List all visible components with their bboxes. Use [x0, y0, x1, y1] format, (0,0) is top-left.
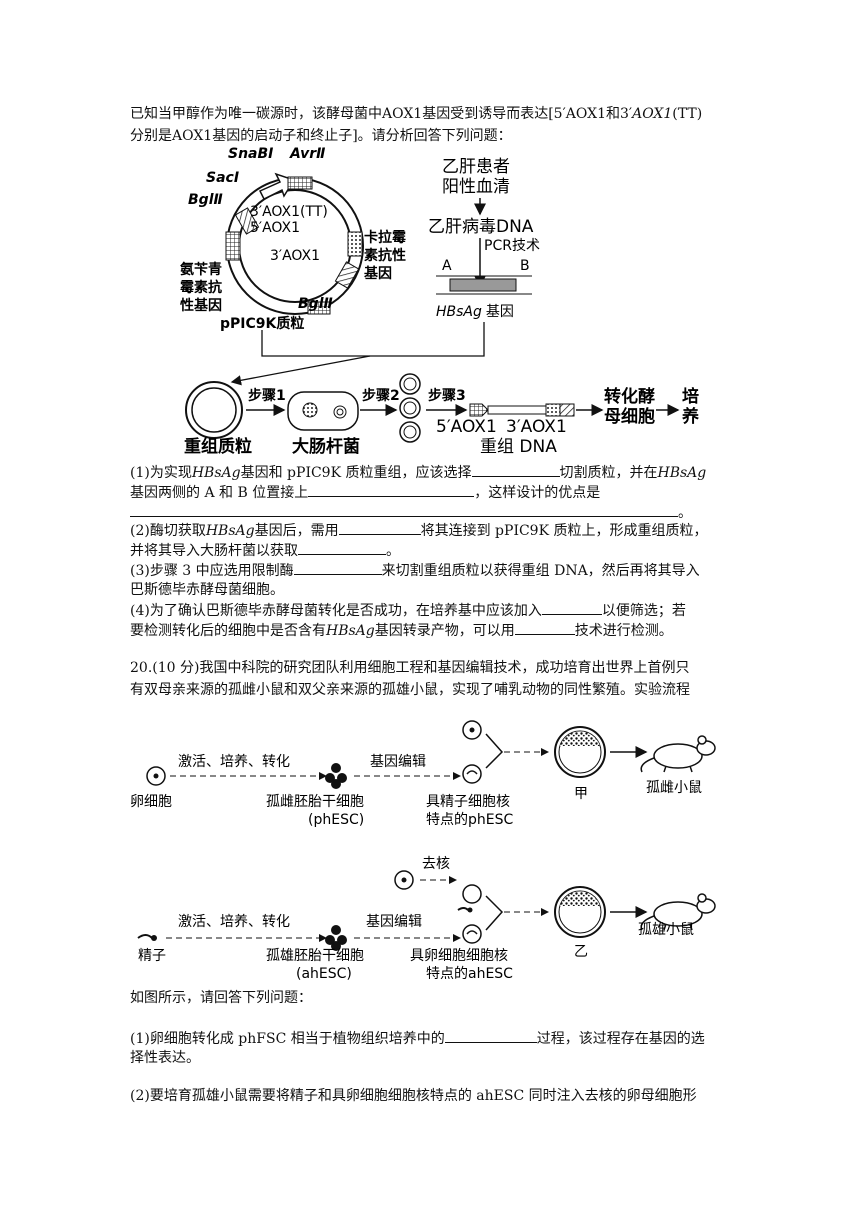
- label-egg-like-2: 特点的ahESC: [426, 966, 513, 982]
- sub2-line-1: (2)要培育孤雄小鼠需要将精子和具卵细胞细胞核特点的 ahESC 同时注入去核的…: [130, 1088, 697, 1104]
- label-edit-2: 基因编辑: [366, 913, 422, 930]
- fig2-note: 如图所示，请回答下列问题：: [130, 990, 312, 1006]
- label-recomb-3aox1: 3′AOX1: [506, 417, 567, 437]
- plasmid-ring: [225, 172, 364, 315]
- label-a: A: [442, 258, 452, 274]
- site-avr: AvrⅡ: [289, 146, 325, 162]
- label-edit-1: 基因编辑: [370, 753, 426, 770]
- label-kan-2: 素抗性: [364, 247, 406, 264]
- plasmid-copies: [399, 373, 421, 443]
- q20-line-1: 20.(10 分)我国中科院的研究团队利用细胞工程和基因编辑技术，成功培育出世界…: [130, 660, 690, 676]
- label-sperm-like-1: 具精子细胞核: [426, 794, 510, 810]
- label-female-mouse: 孤雌小鼠: [646, 780, 702, 796]
- blank-q2-purpose[interactable]: [298, 540, 386, 555]
- label-egg-like-1: 具卵细胞细胞核: [410, 948, 508, 964]
- site-bgl-top: BglⅡ: [188, 192, 223, 208]
- label-recomb-plasmid: 重组质粒: [184, 436, 252, 457]
- label-jia: 甲: [574, 786, 588, 802]
- label-amp-1: 氨苄青: [180, 261, 222, 278]
- label-ahesc-2: (ahESC): [296, 966, 352, 982]
- label-yeast-1: 转化酵: [604, 386, 655, 407]
- intro-line-1: 已知当甲醇作为唯一碳源时，该酵母菌中AOX1基因受到诱导而表达[5′AOX1和3…: [130, 106, 703, 122]
- label-patient-2: 阳性血清: [442, 177, 510, 197]
- blank-q1-site[interactable]: [308, 482, 475, 497]
- label-patient-1: 乙肝患者: [442, 157, 510, 177]
- recombinant-dna-bar: [469, 403, 575, 417]
- label-egg: 卵细胞: [130, 794, 172, 810]
- site-snab: SnaBⅠ: [228, 146, 273, 162]
- sub1-line-2: 择性表达。: [130, 1050, 200, 1066]
- blank-q2-ligase[interactable]: [338, 520, 421, 535]
- label-yeast-2: 母细胞: [604, 406, 655, 427]
- label-male-mouse: 孤雄小鼠: [638, 922, 694, 938]
- label-tt: 3′AOX1(TT): [250, 204, 328, 220]
- q2-line-2: 并将其导入大肠杆菌以获取。: [130, 540, 730, 561]
- ahesc-cluster: [325, 925, 347, 951]
- figure-same-sex-mice: 卵细胞 激活、培养、转化 孤雌胚胎干细胞 (phESC) 基因编辑 具精子细胞核…: [130, 720, 716, 982]
- label-recomb-5aox1: 5′AOX1: [436, 417, 497, 437]
- q1-line-1: (1)为实现HBsAg基因和 pPIC9K 质粒重组，应该选择切割质粒，并在HB…: [130, 462, 730, 483]
- intro-line-2: 分别是AOX1基因的启动子和终止子]。请分析回答下列问题：: [130, 128, 512, 144]
- mouse-female-icon: [640, 735, 716, 773]
- blank-q1-advantage[interactable]: [130, 502, 678, 517]
- label-activate-1: 激活、培养、转化: [178, 753, 290, 770]
- label-3aox1: 3′AOX1: [270, 248, 320, 264]
- label-enucleate: 去核: [422, 856, 450, 872]
- label-sperm-like-2: 特点的phESC: [426, 812, 513, 828]
- q1-line-3: 。: [130, 502, 730, 523]
- q1-line-2: 基因两侧的 A 和 B 位置接上，这样设计的优点是: [130, 482, 730, 503]
- label-kan-1: 卡拉霉: [364, 229, 406, 246]
- sub1-line-1: (1)卵细胞转化成 phFSC 相当于植物组织培养中的过程，该过程存在基因的选: [130, 1028, 730, 1049]
- label-step3: 步骤3: [428, 387, 466, 404]
- q4-line-1: (4)为了确认巴斯德毕赤酵母菌转化是否成功，在培养基中应该加入以便筛选；若: [130, 600, 730, 621]
- label-recomb-dna: 重组 DNA: [480, 437, 557, 457]
- label-activate-2: 激活、培养、转化: [178, 913, 290, 930]
- label-amp-3: 性基因: [180, 297, 222, 314]
- blank-q4-agent[interactable]: [541, 600, 602, 615]
- q3-line-1: (3)步骤 3 中应选用限制酶来切割重组质粒以获得重组 DNA，然后再将其导入: [130, 560, 730, 581]
- blank-sub1[interactable]: [444, 1028, 537, 1043]
- label-step1: 步骤1: [248, 387, 286, 404]
- ecoli-cell: [287, 391, 359, 431]
- label-phesc-2: (phESC): [308, 812, 364, 828]
- label-sperm: 精子: [138, 948, 166, 964]
- label-b: B: [520, 258, 530, 274]
- mouse-male-icon: [640, 893, 716, 931]
- q3-line-2: 巴斯德毕赤酵母菌细胞。: [130, 582, 284, 598]
- blank-q3-enzyme[interactable]: [293, 560, 382, 575]
- label-pcr: PCR技术: [484, 238, 540, 254]
- label-plasmid: pPIC9K质粒: [220, 315, 304, 332]
- label-hbv-dna: 乙肝病毒DNA: [428, 217, 534, 237]
- label-amp-2: 霉素抗: [180, 279, 222, 296]
- site-bgl-bottom: BglⅡ: [298, 296, 333, 312]
- q20-line-2: 有双母亲来源的孤雌小鼠和双父亲来源的孤雄小鼠，实现了哺乳动物的同性繁殖。实验流程: [130, 682, 690, 698]
- label-kan-3: 基因: [364, 265, 392, 282]
- q2-line-1: (2)酶切获取HBsAg基因后，需用将其连接到 pPIC9K 质粒上，形成重组质…: [130, 520, 730, 541]
- blank-q1-enzyme[interactable]: [471, 462, 560, 477]
- hbsag-gene-bar: [449, 278, 517, 292]
- label-yi: 乙: [574, 944, 588, 960]
- label-ecoli: 大肠杆菌: [292, 436, 360, 457]
- q4-line-2: 要检测转化后的细胞中是否含有HBsAg基因转录产物，可以用技术进行检测。: [130, 620, 730, 641]
- label-step2: 步骤2: [362, 387, 400, 404]
- label-phesc-1: 孤雌胚胎干细胞: [266, 794, 364, 810]
- phesc-cluster: [325, 763, 347, 789]
- label-ahesc-1: 孤雄胚胎干细胞: [266, 948, 364, 964]
- figure-plasmid-construction: SnaBⅠ AvrⅡ SacⅠ BglⅡ 3′AOX1(TT) 5′AOX1 3…: [180, 146, 700, 457]
- blank-q4-tech[interactable]: [514, 620, 575, 635]
- label-culture-1: 培: [682, 386, 699, 407]
- site-sac: SacⅠ: [206, 170, 239, 186]
- label-5aox1: 5′AOX1: [250, 220, 300, 236]
- label-culture-2: 养: [681, 406, 700, 427]
